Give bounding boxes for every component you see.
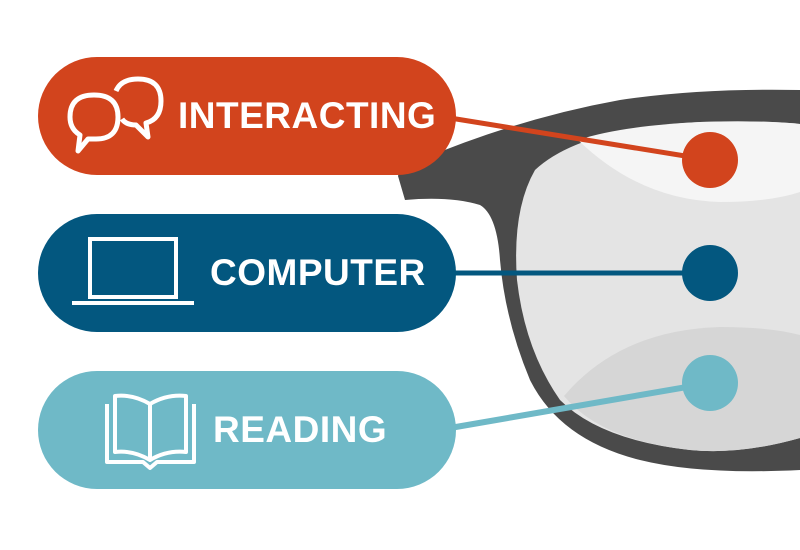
- computer-pill: COMPUTER: [38, 214, 456, 332]
- speech-bubbles-icon: [67, 76, 164, 154]
- laptop-icon: [72, 237, 194, 305]
- interacting-pill: INTERACTING: [38, 57, 456, 175]
- open-book-icon: [105, 393, 196, 470]
- interacting-dot: [682, 132, 738, 188]
- reading-pill: READING: [38, 371, 456, 489]
- interacting-label: INTERACTING: [178, 95, 437, 136]
- reading-connector: [449, 380, 711, 431]
- interacting-connector: [449, 115, 711, 163]
- computer-label: COMPUTER: [210, 252, 426, 293]
- reading-label: READING: [213, 409, 388, 450]
- computer-dot: [682, 245, 738, 301]
- reading-dot: [682, 355, 738, 411]
